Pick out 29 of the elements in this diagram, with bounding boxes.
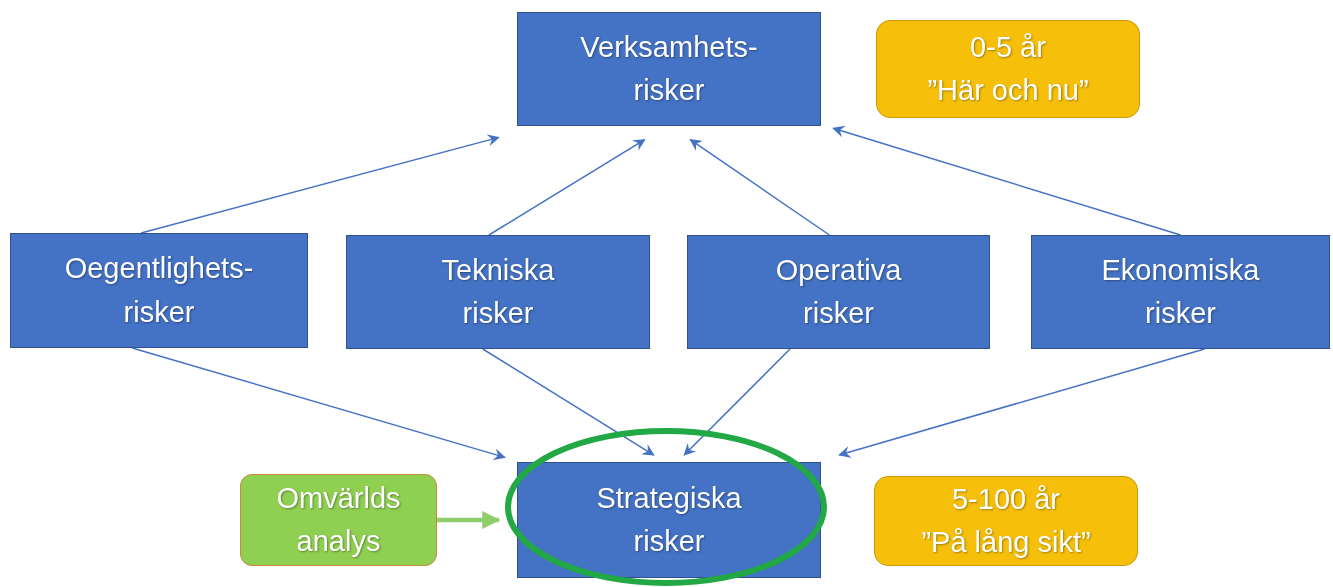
arrow bbox=[689, 138, 831, 236]
node-label: ”Här och nu” bbox=[926, 73, 1090, 108]
arrow bbox=[683, 348, 791, 456]
node-label: Omvärlds analys bbox=[275, 480, 402, 559]
arrow bbox=[832, 125, 1182, 236]
time-horizon-box bbox=[876, 20, 1140, 118]
arrow bbox=[131, 347, 506, 460]
node-label: ”På lång sikt” bbox=[920, 525, 1092, 560]
node-label: Tekniska risker bbox=[440, 252, 556, 331]
arrow bbox=[140, 134, 500, 234]
arrow bbox=[482, 348, 655, 456]
node-label: 5-100 år bbox=[951, 481, 1061, 517]
risk-box bbox=[346, 235, 650, 349]
node-label: Operativa risker bbox=[774, 252, 903, 331]
arrow bbox=[838, 348, 1206, 458]
risk-box bbox=[1031, 235, 1330, 349]
risk-box bbox=[10, 233, 308, 348]
risk-box bbox=[517, 12, 821, 126]
risk-box bbox=[517, 462, 821, 578]
arrow bbox=[488, 138, 646, 236]
node-label: Strategiska risker bbox=[595, 480, 743, 559]
time-horizon-box bbox=[874, 476, 1138, 566]
node-label: Oegentlighets- risker bbox=[63, 251, 255, 330]
analysis-box bbox=[240, 474, 437, 566]
arrow bbox=[437, 511, 501, 529]
node-label: Verksamhets- risker bbox=[579, 29, 759, 108]
risk-box bbox=[687, 235, 990, 349]
node-label: Ekonomiska risker bbox=[1100, 252, 1261, 331]
node-label: 0-5 år bbox=[969, 29, 1047, 65]
